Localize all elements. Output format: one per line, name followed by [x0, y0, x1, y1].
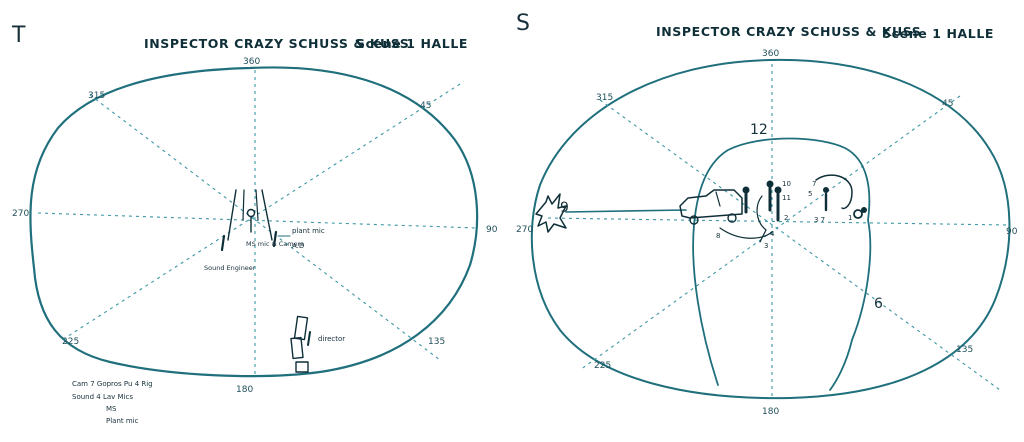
panel-s-deg-180: 180 — [762, 407, 779, 417]
panel-t-label-ad: A.D — [292, 242, 304, 250]
panel-s-num-12: 12 — [750, 122, 768, 138]
panel-t-label-sound-engineer: Sound Engineer — [204, 264, 256, 272]
panel-t-deg-315: 315 — [88, 91, 105, 101]
panel-s-num-9: 9 — [560, 200, 569, 216]
panel-s-num-1: 1 — [848, 214, 852, 222]
panel-t-note-2: Sound 4 Lav Mics — [72, 393, 133, 401]
panel-s-deg-90: 90 — [1006, 227, 1018, 237]
panel-s-num-2: 2 — [784, 214, 788, 222]
panel-t-label-director: director — [318, 335, 345, 343]
panel-t-note-4: Plant mic — [106, 417, 139, 425]
panel-s-characters — [719, 174, 867, 243]
panel-t-notes: Cam 7 Gopros Pu 4 Rig Sound 4 Lav Mics M… — [72, 380, 153, 425]
panel-t-title: INSPECTOR CRAZY SCHUSS & KUSS — [144, 36, 409, 51]
panel-t-scene: Scene 1 HALLE — [356, 36, 468, 51]
panel-t-letter: T — [11, 23, 26, 48]
panel-s-deg-270: 270 — [516, 225, 533, 235]
panel-t-deg-0: 360 — [243, 57, 260, 67]
panel-t-deg-180: 180 — [236, 385, 253, 395]
panel-s-num-5: 5 — [808, 190, 812, 198]
panel-s-letter: S — [516, 11, 530, 36]
panel-s-num-11: 11 — [782, 194, 791, 202]
panel-s-num-37: 3 7 — [814, 216, 825, 224]
panel-s-camera-path — [692, 137, 872, 391]
panel-t-deg-135: 135 — [428, 337, 445, 347]
panel-s-radial-guides — [547, 64, 1009, 400]
panel-s-scene: Scene 1 HALLE — [882, 26, 994, 41]
panel-s-deg-135: 135 — [956, 345, 973, 355]
panel-s-deg-225: 225 — [594, 361, 611, 371]
panel-s-num-4: 4 — [770, 230, 775, 238]
panel-t-deg-45: 45 — [420, 101, 431, 111]
panel-s-num-8: 8 — [716, 232, 720, 240]
panel-t-director-station — [290, 315, 311, 373]
panel-s-num-10: 10 — [782, 180, 791, 188]
panel-s-num-7: 7 — [812, 180, 816, 188]
panel-s-car — [679, 189, 743, 225]
panel-t-radial-guides — [37, 70, 479, 378]
panel-s-num-6: 6 — [874, 296, 883, 312]
panel-t-label-plant-mic: plant mic — [292, 227, 325, 235]
panel-s-camera-numbers: 12 9 10 11 2 3 4 5 6 7 8 3 7 1 — [560, 122, 883, 312]
panel-s: S INSPECTOR CRAZY SCHUSS & KUSS Scene 1 … — [516, 11, 1018, 417]
panel-t-deg-90: 90 — [486, 225, 498, 235]
panel-t-deg-225: 225 — [62, 337, 79, 347]
panel-t-deg-270: 270 — [12, 209, 29, 219]
panel-t-center-rig — [220, 189, 291, 252]
panel-s-track-line — [565, 209, 687, 213]
panel-s-deg-0: 360 — [762, 49, 779, 59]
panel-s-deg-45: 45 — [942, 99, 953, 109]
panel-t: T INSPECTOR CRAZY SCHUSS & KUSS Scene 1 … — [11, 23, 498, 425]
panel-t-label-ms-mic: MS mic & Camera — [246, 240, 304, 248]
panel-s-num-3: 3 — [764, 242, 768, 250]
panel-s-deg-315: 315 — [596, 93, 613, 103]
panel-t-note-3: MS — [106, 405, 117, 413]
panel-s-title: INSPECTOR CRAZY SCHUSS & KUSS — [656, 24, 921, 39]
panel-t-note-1: Cam 7 Gopros Pu 4 Rig — [72, 380, 153, 388]
panel-s-floor-boundary — [530, 58, 1011, 400]
panel-t-floor-boundary — [29, 66, 479, 378]
panel-s-plant — [535, 193, 567, 233]
